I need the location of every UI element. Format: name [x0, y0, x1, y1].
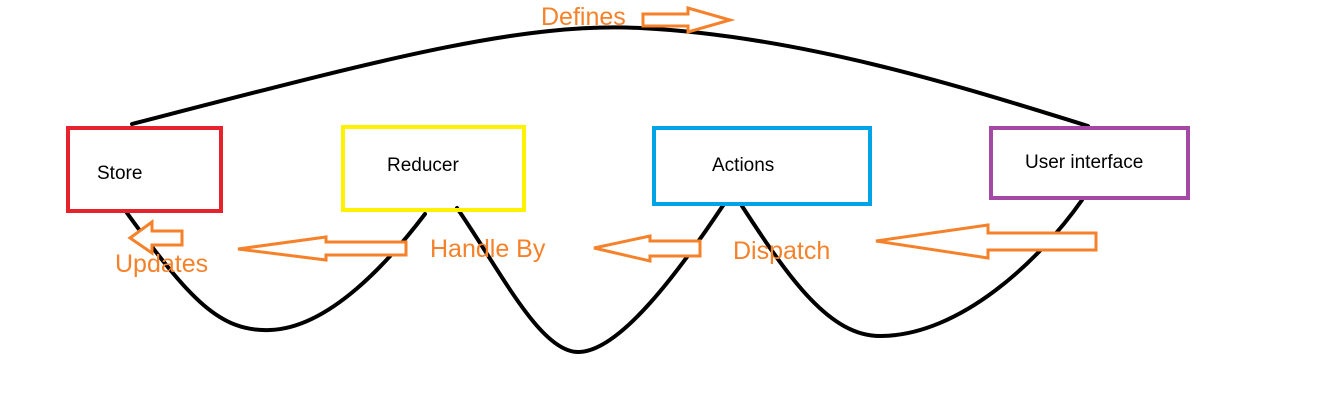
node-store-box [66, 126, 223, 213]
updates-small-arrow-icon [127, 219, 184, 256]
node-actions-box [652, 126, 872, 206]
node-actions: Actions [652, 126, 872, 206]
dispatch-arrow-icon [875, 223, 1098, 260]
handle-by-arrow-icon [593, 234, 702, 263]
defines-label: Defines [541, 3, 626, 31]
defines-curve [130, 25, 1090, 128]
node-ui-label: User interface [1025, 152, 1143, 173]
updates-arrow-icon [237, 235, 408, 262]
node-reducer-label: Reducer [387, 155, 459, 176]
defines-arrow-icon [641, 6, 736, 34]
node-ui: User interface [989, 126, 1190, 200]
handle-by-curve [455, 202, 726, 355]
updates-curve [125, 211, 427, 333]
node-store-label: Store [97, 163, 142, 184]
node-actions-label: Actions [712, 155, 774, 176]
handle-by-label: Handle By [430, 235, 546, 263]
updates-label: Updates [115, 250, 208, 278]
node-reducer-box [341, 125, 526, 212]
dispatch-curve [740, 198, 1084, 339]
node-reducer: Reducer [341, 125, 526, 212]
dispatch-label: Dispatch [733, 237, 830, 265]
node-store: Store [66, 126, 223, 213]
node-ui-box [989, 126, 1190, 200]
